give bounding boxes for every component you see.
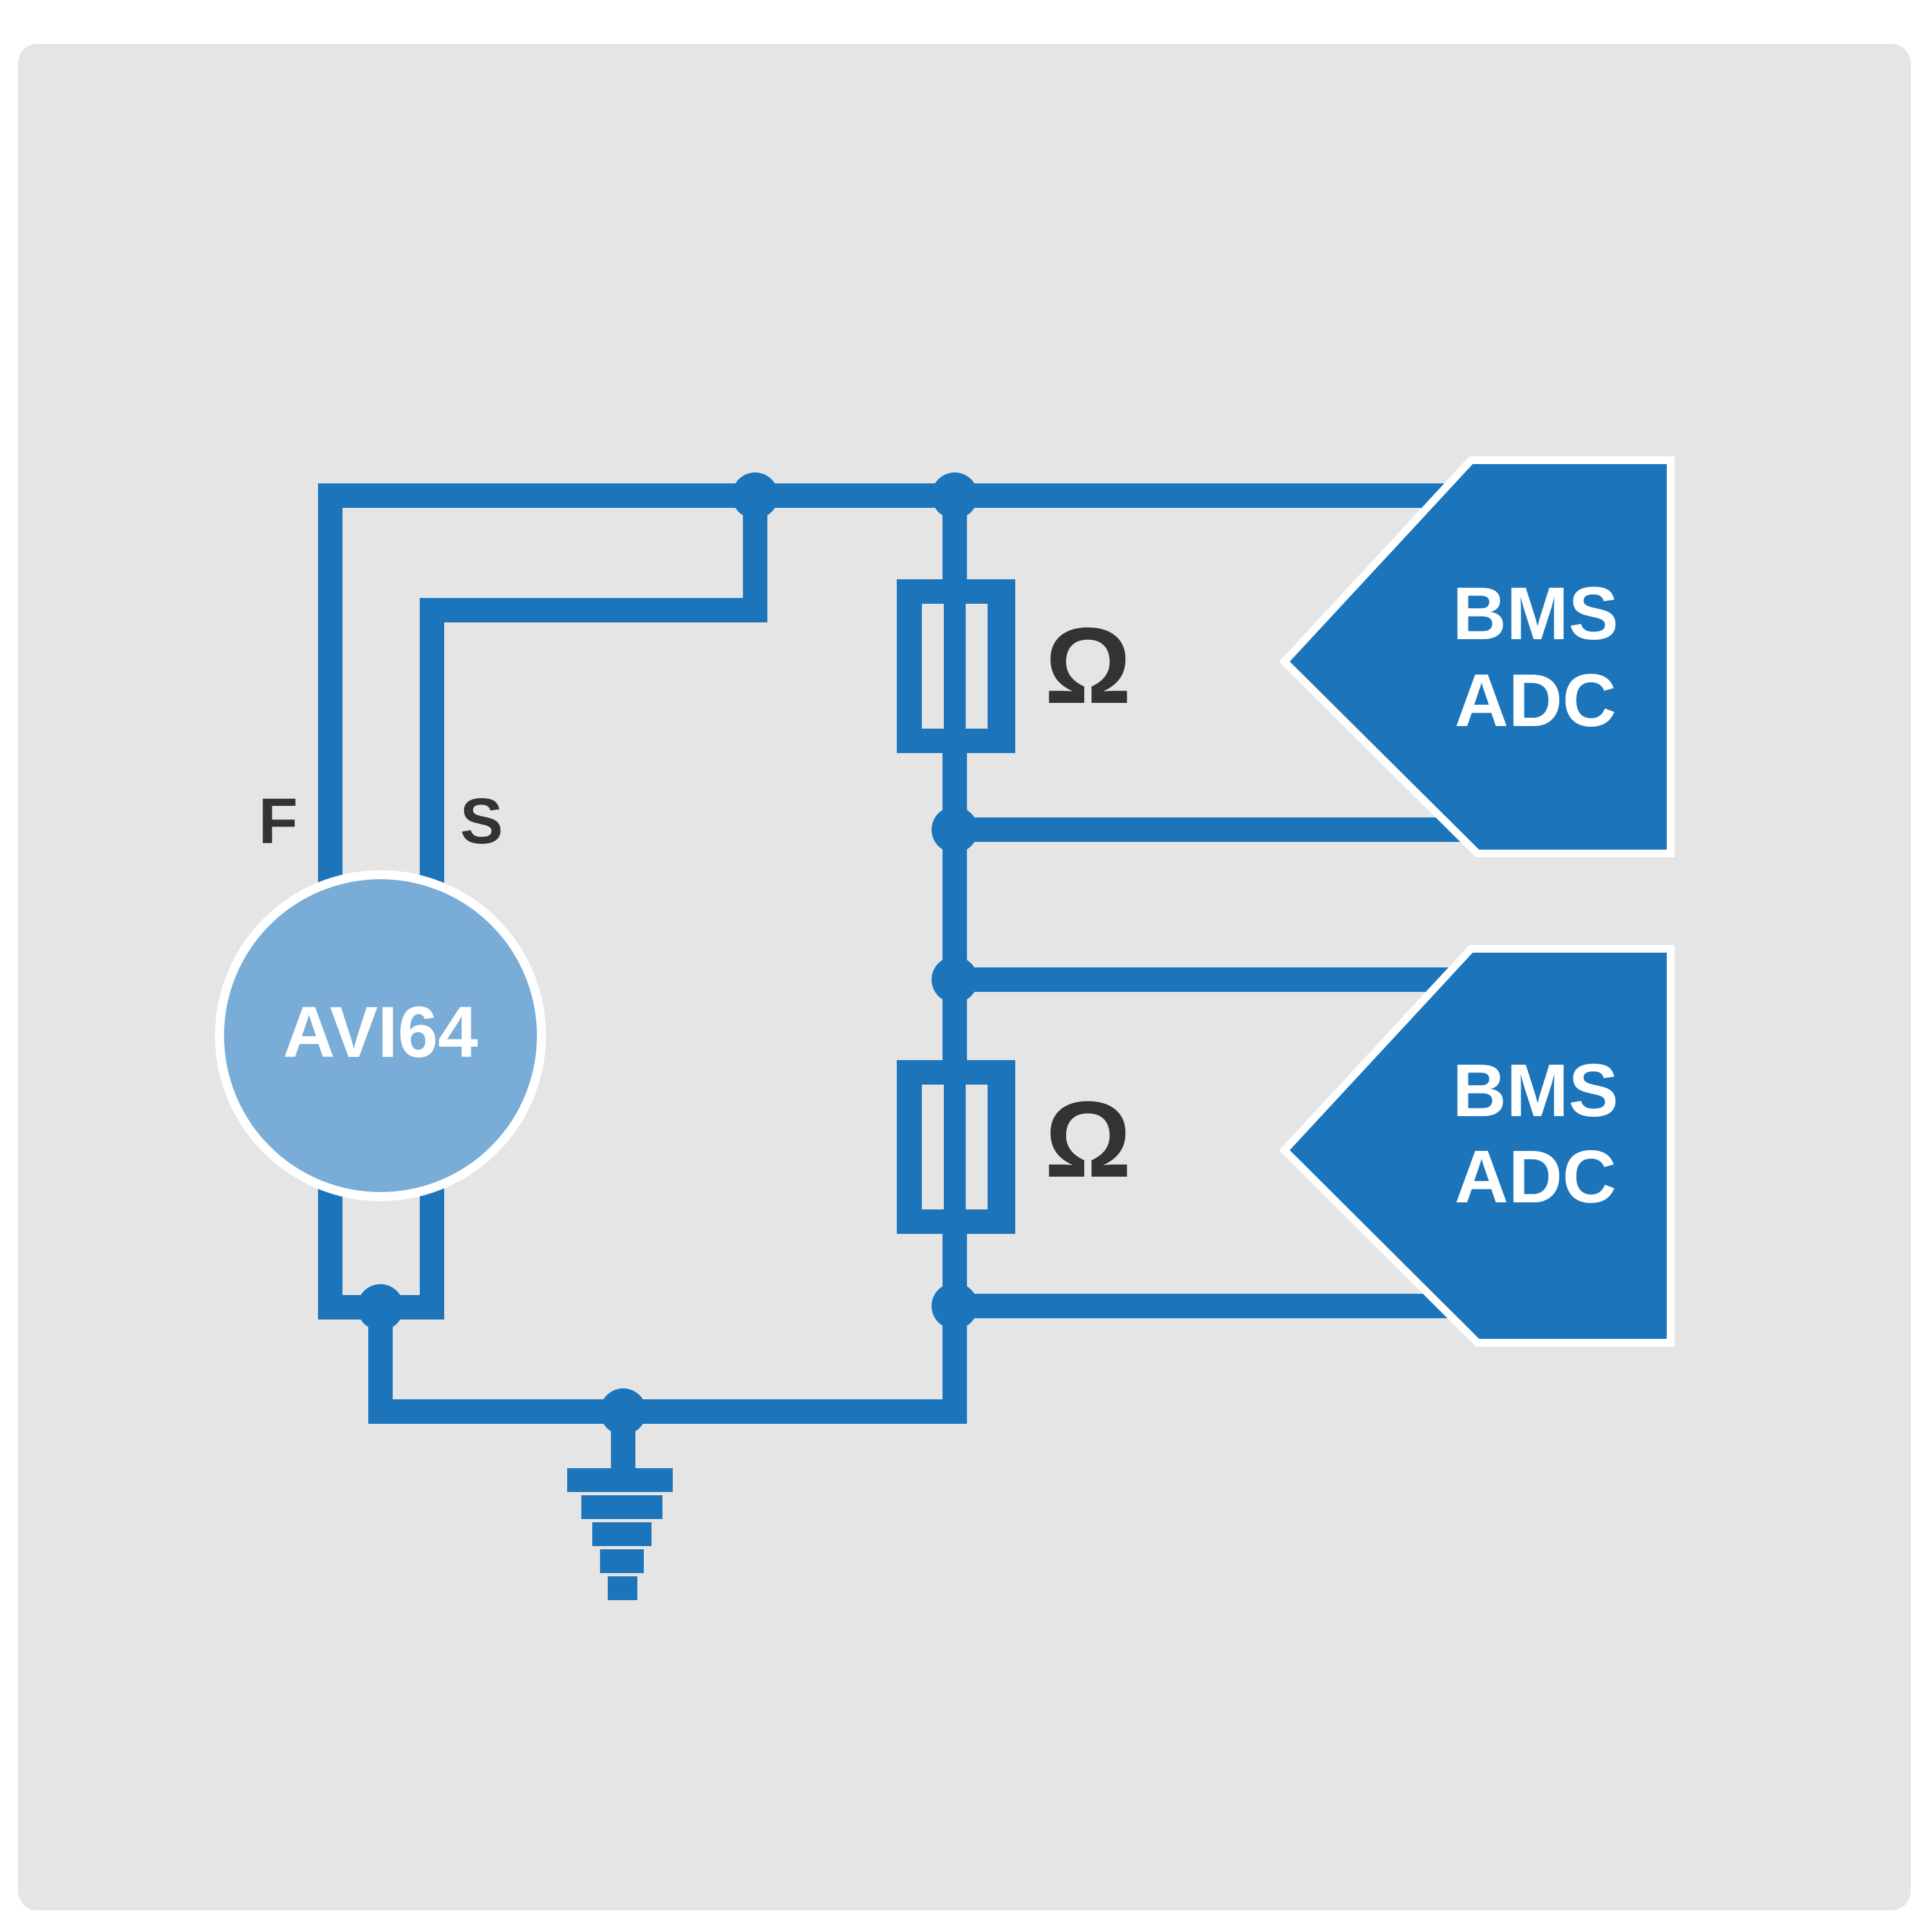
bms-adc-block-2: BMS ADC bbox=[1279, 945, 1674, 1347]
wire-adc2-lower bbox=[955, 1294, 1470, 1318]
adc-block-shape bbox=[1279, 945, 1674, 1347]
bms-adc-block-1: BMS ADC bbox=[1279, 456, 1674, 857]
junctions bbox=[357, 472, 978, 1435]
ground-bar bbox=[600, 1549, 644, 1573]
junction-dot bbox=[932, 1283, 978, 1329]
terminal-force-label: F bbox=[258, 785, 297, 857]
junction-dot bbox=[932, 472, 978, 519]
wire-sense-horizontal bbox=[420, 598, 767, 622]
ground-icon bbox=[567, 1468, 673, 1600]
wire-sense-lead bbox=[420, 598, 444, 889]
wire-adc1-lower bbox=[955, 817, 1470, 842]
wire-return-bottom bbox=[368, 1399, 967, 1424]
adc-label-line1: BMS bbox=[1452, 1049, 1618, 1132]
wire-adc2-upper bbox=[955, 967, 1470, 992]
ohm-symbol: Ω bbox=[1045, 1079, 1132, 1200]
meter-circle bbox=[215, 870, 546, 1201]
resistor-slot-left bbox=[922, 1085, 944, 1209]
resistor-slot-right bbox=[966, 604, 988, 729]
adc-block-shape bbox=[1279, 456, 1674, 857]
adc-label-line2: ADC bbox=[1454, 1135, 1616, 1218]
resistor-body bbox=[897, 1060, 1015, 1234]
junction-dot bbox=[357, 1284, 404, 1330]
resistor-2: Ω bbox=[897, 1060, 1131, 1234]
junction-dot bbox=[600, 1388, 646, 1435]
wire-top-bus bbox=[318, 483, 1477, 508]
resistor-slot-right bbox=[966, 1085, 988, 1209]
terminal-sense-label: S bbox=[460, 785, 503, 857]
resistor-slot-left bbox=[922, 604, 944, 729]
ground-bar bbox=[608, 1576, 637, 1600]
ground-bar bbox=[567, 1468, 673, 1492]
meter-label: AVI64 bbox=[283, 992, 478, 1072]
adc-label-line2: ADC bbox=[1454, 658, 1616, 742]
ground-bar bbox=[592, 1522, 652, 1546]
resistor-1: Ω bbox=[897, 579, 1131, 753]
ground-bar bbox=[581, 1495, 662, 1519]
junction-dot bbox=[732, 472, 778, 519]
wire-force-lead bbox=[318, 483, 342, 889]
ohm-symbol: Ω bbox=[1045, 605, 1132, 726]
resistor-body bbox=[897, 579, 1015, 753]
junction-dot bbox=[932, 956, 978, 1003]
adc-label-line1: BMS bbox=[1452, 572, 1618, 655]
junction-dot bbox=[932, 807, 978, 853]
avi64-meter: AVI64 bbox=[215, 870, 546, 1201]
